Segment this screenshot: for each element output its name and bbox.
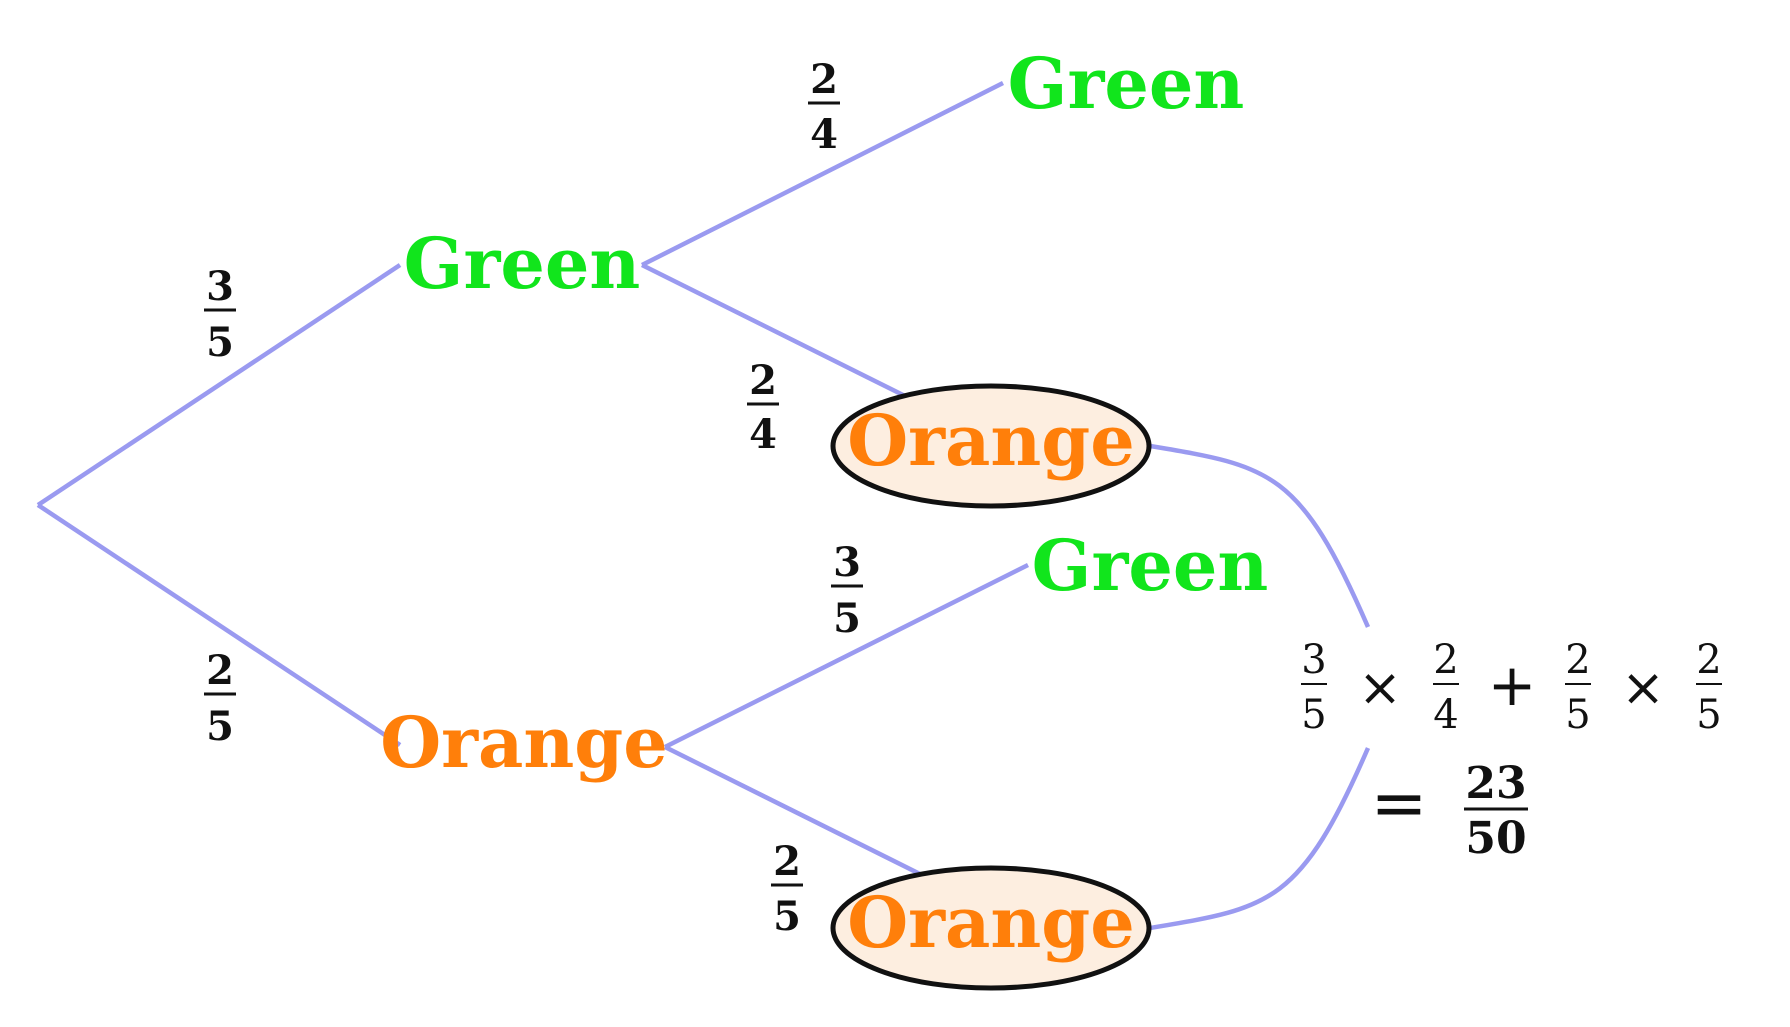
- fraction-numerator: 2: [206, 647, 234, 694]
- fraction-denominator: 4: [749, 411, 777, 458]
- calc-result: 23 50: [1464, 758, 1528, 864]
- fraction-numerator: 2: [773, 838, 801, 885]
- calc-term-1: 3 5: [1301, 637, 1327, 738]
- node-first-green: Green: [404, 222, 641, 305]
- connector-upper-curve: [1149, 443, 1371, 628]
- fraction-numerator: 3: [1301, 637, 1326, 683]
- fraction-root-to-orange: 2 5: [204, 647, 236, 750]
- fraction-denominator: 5: [1565, 692, 1590, 738]
- fraction-numerator: 2: [1433, 637, 1458, 683]
- fraction-green-to-orange: 2 4: [747, 357, 779, 458]
- fraction-numerator: 2: [1565, 637, 1590, 683]
- branch-orange-to-green: [663, 562, 1030, 750]
- fraction-denominator: 5: [1301, 692, 1326, 738]
- node-go: Orange: [847, 399, 1135, 482]
- calc-term-3: 2 5: [1565, 637, 1591, 738]
- fraction-denominator: 5: [206, 319, 234, 366]
- fraction-numerator: 3: [833, 539, 861, 586]
- fraction-denominator: 5: [833, 595, 861, 642]
- calc-term-2: 2 4: [1433, 637, 1459, 738]
- fraction-denominator: 5: [206, 703, 234, 750]
- fraction-numerator: 2: [749, 357, 777, 404]
- times-sign: ×: [1621, 658, 1665, 718]
- branch-orange-to-orange: [663, 744, 922, 877]
- fraction-denominator: 5: [1696, 692, 1721, 738]
- fraction-numerator: 3: [206, 263, 234, 310]
- fraction-root-to-green: 3 5: [204, 263, 236, 366]
- node-gg: Green: [1008, 42, 1245, 125]
- times-sign: ×: [1358, 658, 1402, 718]
- fraction-numerator: 23: [1465, 758, 1526, 809]
- fraction-numerator: 2: [1696, 637, 1721, 683]
- branch-root-to-green: [36, 263, 402, 507]
- branch-lines: [36, 80, 1371, 931]
- highlight-ellipse-go: [830, 383, 1152, 509]
- connector-lower-curve: [1149, 747, 1371, 931]
- fraction-denominator: 50: [1465, 813, 1526, 864]
- fraction-denominator: 5: [773, 893, 801, 940]
- node-first-orange: Orange: [380, 701, 668, 784]
- fraction-denominator: 4: [810, 111, 838, 158]
- fraction-green-to-green: 2 4: [808, 56, 840, 158]
- fraction-orange-to-orange: 2 5: [771, 838, 803, 940]
- branch-green-to-orange: [640, 262, 907, 399]
- calculation-expression: 3 5 × 2 4 + 2 5 × 2 5 = 23 50: [1301, 637, 1722, 864]
- node-oo: Orange: [847, 881, 1135, 964]
- fraction-numerator: 2: [810, 56, 838, 103]
- branch-green-to-green: [640, 80, 1005, 268]
- fraction-orange-to-green: 3 5: [831, 539, 863, 642]
- equals-sign: =: [1371, 764, 1428, 843]
- plus-sign: +: [1488, 651, 1537, 719]
- fraction-denominator: 4: [1433, 692, 1458, 738]
- calc-term-4: 2 5: [1696, 637, 1722, 738]
- branch-root-to-orange: [36, 503, 402, 747]
- node-og: Green: [1032, 524, 1269, 607]
- highlight-ellipse-oo: [830, 865, 1152, 991]
